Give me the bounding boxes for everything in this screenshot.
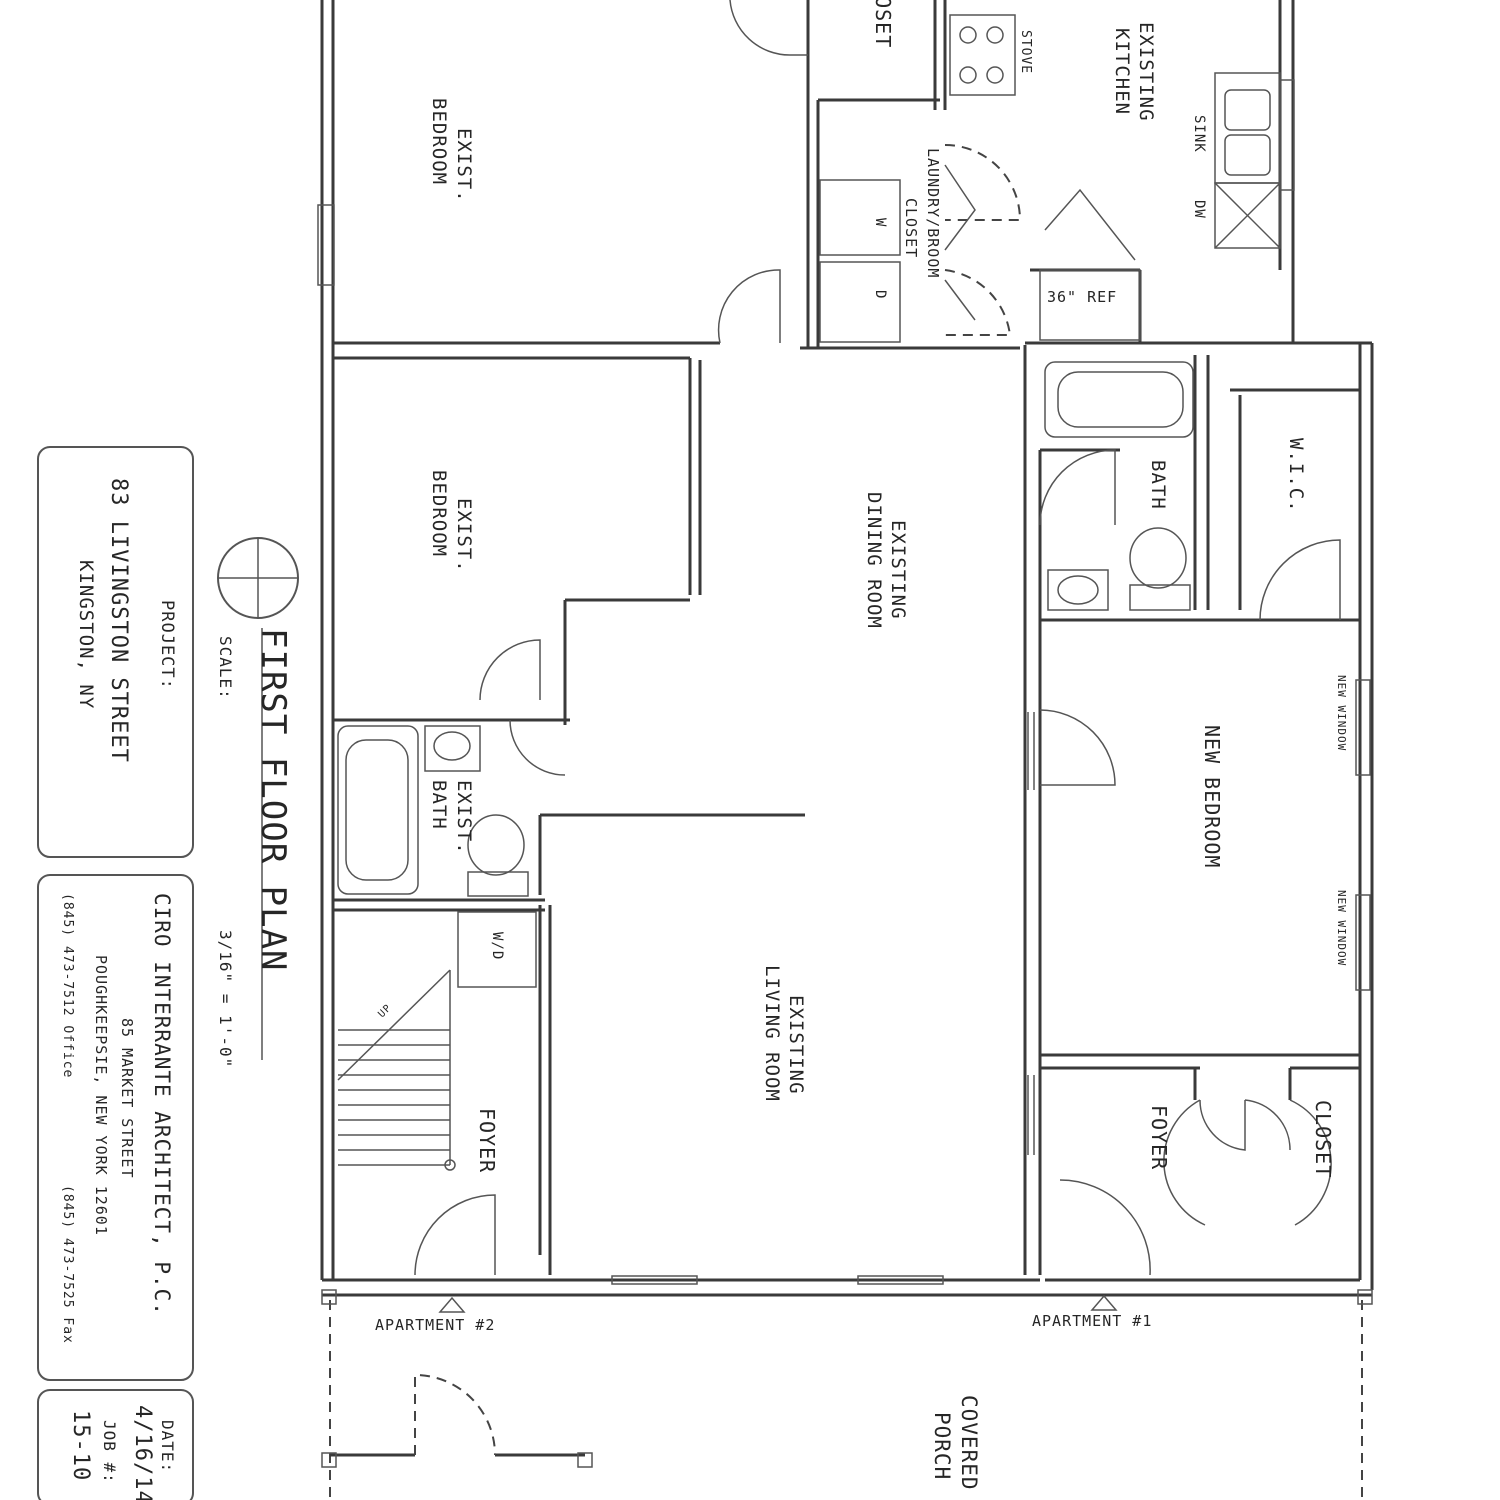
- bath-label: BATH: [1147, 460, 1169, 510]
- wic-label: W.I.C.: [1285, 438, 1307, 513]
- new-bathtub-symbol: [1044, 361, 1194, 438]
- apartment-1-entry-marker: [1090, 1294, 1118, 1311]
- phone-fax: (845) 473-7525 Fax: [60, 1185, 75, 1344]
- washer-symbol: [819, 179, 901, 256]
- project-address-line1: 83 LIVINGSTON STREET: [106, 478, 131, 763]
- date-label: DATE:: [158, 1420, 177, 1473]
- stair-up-label: UP: [376, 1002, 394, 1020]
- dishwasher-symbol: [1214, 182, 1281, 249]
- new-bedroom-label: NEW BEDROOM: [1200, 725, 1224, 868]
- exist-bedroom-2-label-b: BEDROOM: [428, 470, 450, 557]
- living-room-label-b: LIVING ROOM: [761, 965, 783, 1102]
- apartment-2-label: APARTMENT #2: [375, 1316, 495, 1334]
- exist-bathtub-symbol: [337, 725, 419, 895]
- dryer-symbol: [819, 261, 901, 343]
- project-box: [37, 446, 194, 858]
- firm-city: POUGHKEEPSIE, NEW YORK 12601: [92, 955, 110, 1236]
- covered-porch-label-a: COVERED: [957, 1395, 981, 1491]
- exist-toilet-symbol: [467, 814, 525, 876]
- scale-value: 3/16" = 1'-0": [216, 930, 235, 1068]
- closet-top-label: CLOSET: [871, 0, 895, 48]
- exist-bedroom-1-label-b: BEDROOM: [428, 98, 450, 185]
- refrigerator-symbol: [1039, 269, 1141, 341]
- laundry-closet-label-a: LAUNDRY/BROOM: [924, 148, 942, 278]
- foyer-apartment-1-label: FOYER: [1147, 1105, 1171, 1170]
- dw-label: DW: [1191, 200, 1207, 219]
- closet-apartment-1-label: CLOSET: [1311, 1100, 1335, 1178]
- wd-symbol: [457, 911, 537, 988]
- scale-label: SCALE:: [216, 636, 235, 700]
- exist-bedroom-1-label-a: EXIST.: [453, 128, 475, 203]
- stove-label: STOVE: [1018, 30, 1033, 74]
- doors: [414, 0, 1341, 1456]
- washer-label: W: [872, 218, 888, 227]
- new-window-1-label: NEW WINDOW: [1335, 675, 1348, 751]
- project-address-line2: KINGSTON, NY: [75, 560, 97, 709]
- dining-room-label-a: EXISTING: [887, 520, 909, 620]
- new-lavatory-symbol: [1047, 569, 1109, 611]
- walls: [317, 0, 1374, 1500]
- drawing-title-group: FIRST FLOOR PLAN SCALE: 3/16" = 1'-0": [216, 537, 299, 1068]
- new-window-2-label: NEW WINDOW: [1335, 890, 1348, 966]
- project-label: PROJECT:: [157, 600, 177, 690]
- drawing-title: FIRST FLOOR PLAN: [253, 628, 293, 972]
- fixtures: [337, 14, 1281, 1313]
- stair-symbol: [337, 969, 456, 1171]
- room-labels: CLOSET EXIST. BEDROOM EXISTING KITCHEN L…: [375, 0, 1335, 1491]
- ref-label: 36" REF: [1047, 288, 1117, 306]
- laundry-closet-label-b: CLOSET: [902, 198, 920, 258]
- living-room-label-a: EXISTING: [785, 995, 807, 1095]
- exist-lavatory-symbol: [424, 725, 481, 772]
- dining-room-label-b: DINING ROOM: [863, 492, 885, 629]
- exist-bath-label-a: EXIST.: [453, 780, 475, 855]
- job-label: JOB #:: [100, 1420, 119, 1484]
- title-block: PROJECT: 83 LIVINGSTON STREET KINGSTON, …: [37, 446, 194, 1500]
- covered-porch-label-b: PORCH: [930, 1412, 954, 1480]
- sink-label: SINK: [1191, 115, 1207, 153]
- existing-kitchen-label-b: KITCHEN: [1111, 28, 1133, 115]
- firm-street: 85 MARKET STREET: [118, 1018, 136, 1179]
- job-value: 15-10: [68, 1410, 93, 1481]
- wd-label: W/D: [489, 932, 505, 960]
- fixture-labels: STOVE SINK DW 36" REF W D W/D NEW WINDOW…: [376, 30, 1348, 1020]
- date-job-box: [37, 1389, 194, 1500]
- firm-box: [37, 874, 194, 1381]
- stove-symbol: [949, 14, 1016, 96]
- date-value: 4/16/14: [130, 1405, 155, 1500]
- phone-office: (845) 473-7512 Office: [60, 893, 75, 1078]
- new-toilet-symbol: [1129, 527, 1187, 589]
- firm-name: CIRO INTERRANTE ARCHITECT, P.C.: [150, 893, 174, 1316]
- apartment-1-label: APARTMENT #1: [1032, 1312, 1152, 1330]
- foyer-apartment-2-label: FOYER: [475, 1108, 499, 1173]
- exist-bath-label-b: BATH: [428, 780, 450, 830]
- existing-kitchen-label-a: EXISTING: [1135, 22, 1157, 122]
- exist-bedroom-2-label-a: EXIST.: [453, 498, 475, 573]
- apartment-2-entry-marker: [438, 1296, 466, 1313]
- dryer-label: D: [872, 290, 888, 299]
